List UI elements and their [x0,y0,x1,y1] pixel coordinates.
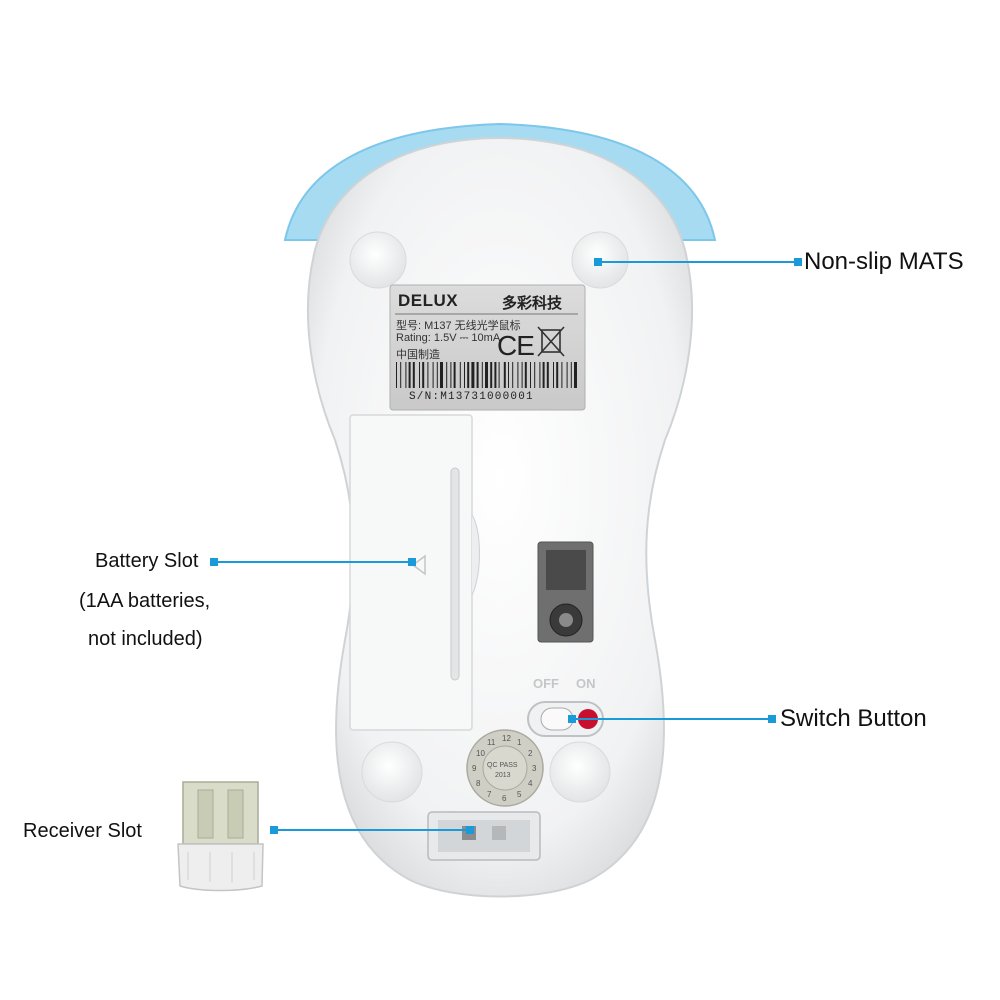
battery-tab [471,514,480,596]
sticker-rating: Rating: 1.5V ⎓ 10mA [396,332,501,344]
callout-switch-button: Switch Button [780,705,927,732]
qc-seal-year: 2013 [495,772,511,779]
callout-receiver-slot: Receiver Slot [23,820,142,842]
battery-cover-arrow [411,554,426,576]
svg-text:4: 4 [528,779,533,788]
sticker-serial: S/N:M13731000001 [409,391,534,403]
callout-lines [210,258,802,834]
qc-seal-text: QC PASS [487,762,518,769]
svg-text:11: 11 [487,738,496,747]
sticker-made-in: 中国制造 [396,349,440,361]
sticker-brand: DELUX [398,291,459,310]
sticker-brand-cn: 多彩科技 [502,295,563,312]
callout-non-slip-mats: Non-slip MATS [804,248,964,275]
svg-text:1: 1 [517,738,522,747]
mat-bottom-right [549,741,611,803]
svg-text:7: 7 [487,790,492,799]
barcode [396,362,577,388]
product-sticker [389,284,586,411]
mat-top-left [349,231,407,289]
svg-text:2: 2 [528,749,533,758]
sticker-model: 型号: M137 无线光学鼠标 [396,320,521,332]
svg-text:5: 5 [517,790,522,799]
svg-text:9: 9 [472,764,477,773]
usb-receiver [177,781,264,892]
weee-bin-icon [537,326,565,357]
svg-text:3: 3 [532,764,537,773]
callout-battery-note-2: not included) [88,628,203,650]
svg-text:8: 8 [476,779,481,788]
battery-cover-slot [450,467,460,681]
svg-text:6: 6 [502,794,507,803]
switch-label-off: OFF [533,676,559,691]
switch-label-on: ON [576,676,596,691]
mat-bottom-left [361,741,423,803]
svg-text:10: 10 [476,749,485,758]
callout-battery-slot: Battery Slot [95,550,199,572]
svg-text:12: 12 [502,734,511,743]
ce-mark: CE [497,330,535,361]
callout-battery-note-1: (1AA batteries, [79,590,211,612]
